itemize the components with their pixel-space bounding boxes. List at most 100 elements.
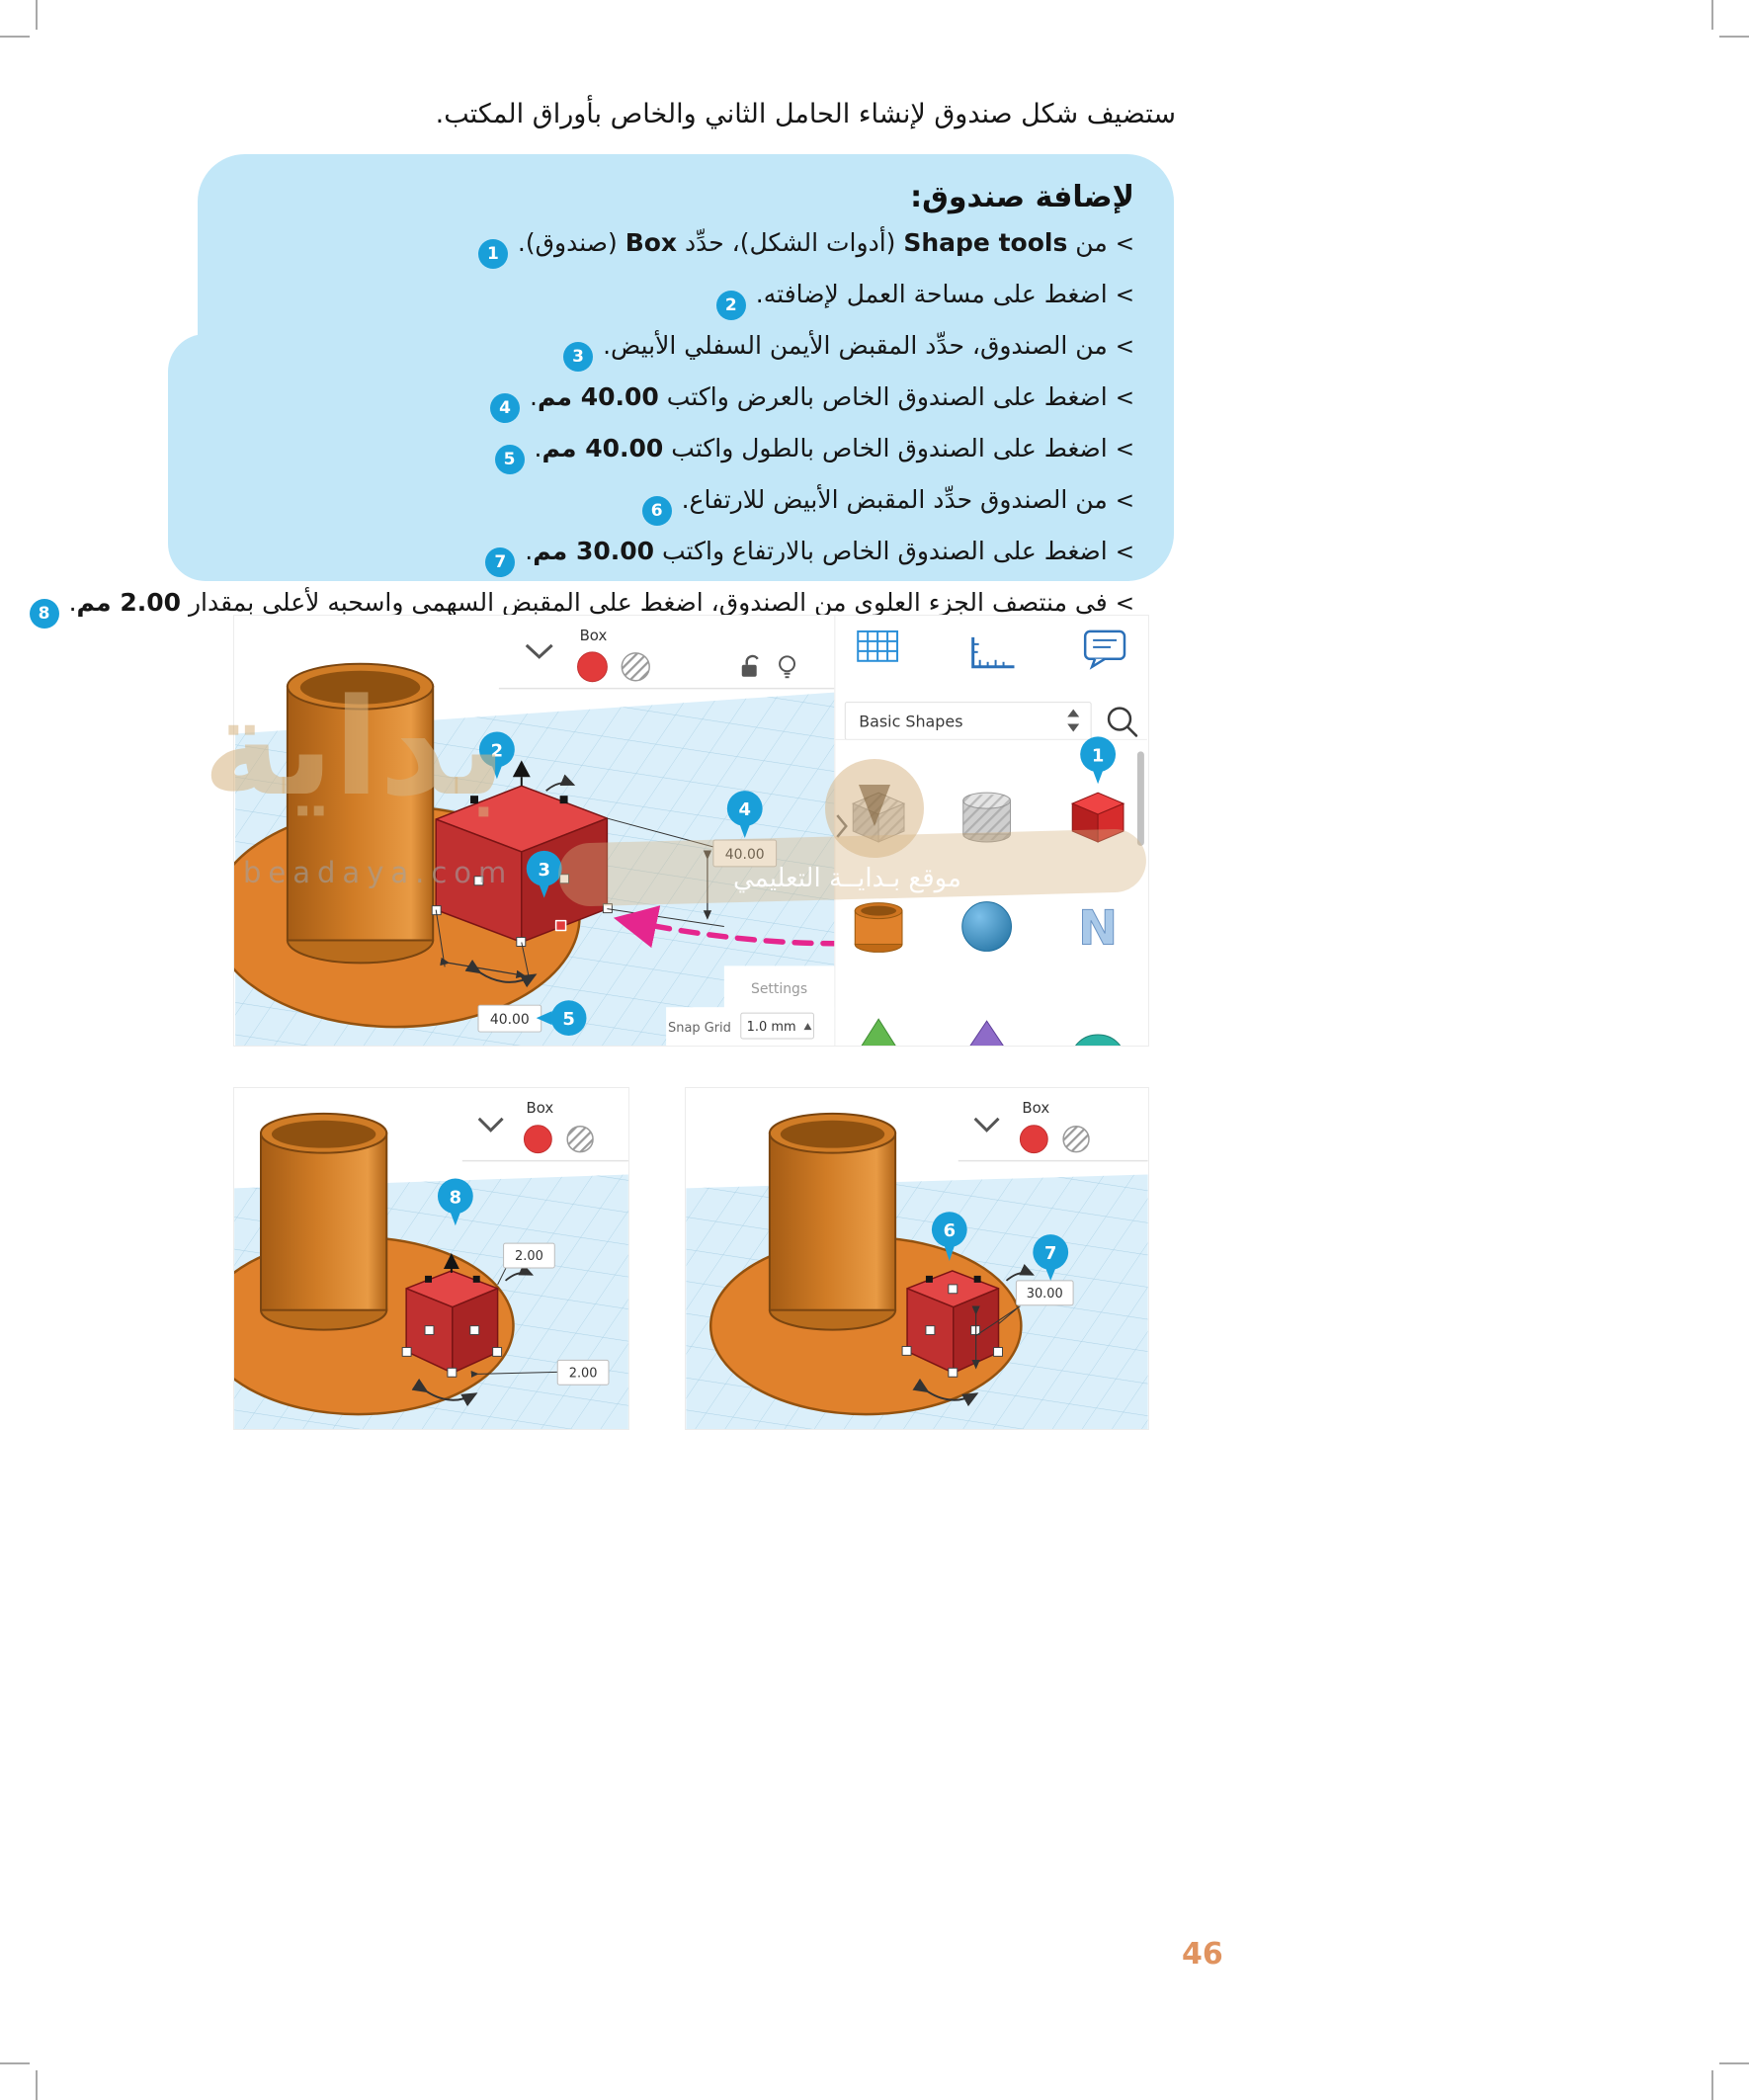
snap-grid-value: 1.0 mm [747, 1020, 796, 1035]
step-badge: 8 [29, 599, 59, 629]
step-badge: 2 [715, 291, 746, 320]
rotate-handle[interactable] [425, 1275, 432, 1283]
shape-category-dropdown[interactable]: Basic Shapes [844, 702, 1092, 740]
shape-tile-box[interactable] [1070, 792, 1125, 843]
cylinder-shape[interactable] [286, 662, 435, 965]
screenshot-step8: 2.00 2.00 Box 8 [233, 1087, 629, 1430]
scale-handle[interactable] [447, 1367, 458, 1378]
dim-raise-value[interactable]: 2.00 [515, 1249, 543, 1264]
cylinder-shape[interactable] [768, 1112, 897, 1331]
instruction-text: اضغط على مساحة العمل لإضافته. [755, 280, 1108, 308]
dim-raise-value-2[interactable]: 2.00 [569, 1366, 598, 1381]
step-badge: 3 [563, 342, 594, 372]
dimension-lines [912, 1263, 1035, 1407]
scale-handle[interactable] [948, 1367, 958, 1378]
instruction-item: <اضغط على الصندوق الخاص بالعرض واكتب 40.… [237, 380, 1134, 423]
rotate-handle[interactable] [559, 796, 568, 804]
scale-handle[interactable] [473, 876, 484, 886]
instruction-item: <اضغط على الصندوق الخاص بالارتفاع واكتب … [237, 535, 1134, 577]
lock-icon[interactable] [741, 654, 759, 677]
scrollbar[interactable] [1136, 751, 1144, 846]
instruction-item: <اضغط على مساحة العمل لإضافته.2 [237, 278, 1134, 320]
rotate-handle[interactable] [470, 796, 478, 804]
shape-name-label: Box [527, 1099, 554, 1117]
red-box[interactable] [401, 1253, 503, 1378]
selected-corner-handle[interactable] [554, 919, 567, 932]
hole-swatch[interactable] [1062, 1126, 1090, 1153]
crop-mark [0, 2062, 30, 2064]
solid-color-swatch[interactable] [577, 651, 608, 683]
raise-arrow-handle[interactable] [443, 1253, 459, 1269]
shape-toolbar: Box [958, 1099, 1148, 1162]
solid-color-swatch[interactable] [523, 1125, 552, 1154]
raise-arrow-handle[interactable] [512, 760, 531, 778]
height-handle[interactable] [948, 1284, 958, 1295]
shape-tile-halfsphere[interactable] [1072, 1034, 1124, 1046]
instruction-text: من Shape tools (أدوات الشكل)، حدِّد Box … [517, 228, 1108, 257]
shape-tile-box-hole[interactable] [851, 792, 906, 843]
shape-name-label: Box [1022, 1099, 1049, 1117]
scale-handle[interactable] [492, 1346, 503, 1357]
chevron-down-icon[interactable] [477, 1117, 504, 1133]
scale-handle[interactable] [901, 1345, 912, 1356]
rotate-handle[interactable] [925, 1275, 933, 1283]
bullet-icon: < [1115, 437, 1134, 462]
scale-handle[interactable] [993, 1346, 1003, 1357]
dim-width-value[interactable]: 40.00 [725, 847, 765, 863]
instruction-text: اضغط على الصندوق الخاص بالطول واكتب 40.0… [534, 434, 1108, 462]
scale-handle[interactable] [559, 874, 570, 884]
instruction-text: من الصندوق حدِّد المقبض الأبيض للارتفاع. [681, 485, 1108, 514]
scale-handle[interactable] [516, 937, 527, 947]
cylinder-shape[interactable] [260, 1112, 388, 1331]
solid-color-swatch[interactable] [1019, 1125, 1048, 1154]
dim-raise-field-2[interactable]: 2.00 [556, 1359, 610, 1386]
chevron-down-icon[interactable] [973, 1117, 1000, 1133]
screenshot-main: 40.00 40.00 Box [233, 615, 1149, 1047]
callout-pin-2: 2 [478, 731, 515, 780]
step-badge: 7 [485, 547, 516, 577]
scale-handle[interactable] [602, 903, 613, 914]
bullet-icon: < [1115, 334, 1134, 360]
shape-tile-sphere[interactable] [961, 901, 1013, 952]
dim-height-field[interactable]: 30.00 [1015, 1280, 1074, 1306]
snap-grid-dropdown[interactable]: 1.0 mm [740, 1012, 814, 1040]
sort-icon [1067, 709, 1080, 732]
shape-tile-scribble[interactable]: N [1078, 901, 1119, 957]
callout-pin-5: 5 [536, 1000, 587, 1037]
svg-text:7: 7 [1044, 1243, 1056, 1264]
shape-toolbar: Box [461, 1099, 628, 1162]
dim-length-field[interactable]: 40.00 [477, 1004, 542, 1033]
instruction-item: <في منتصف الجزء العلوي من الصندوق، اضغط … [29, 586, 1134, 629]
chevron-down-icon[interactable] [525, 643, 553, 659]
red-box[interactable] [431, 760, 613, 947]
dim-length-value[interactable]: 40.00 [490, 1012, 530, 1028]
shape-tile-cylinder-hole[interactable] [962, 792, 1012, 843]
svg-text:2: 2 [491, 740, 503, 761]
dim-width-field[interactable]: 40.00 [712, 839, 778, 868]
dim-height-value[interactable]: 30.00 [1027, 1287, 1063, 1302]
page-number: 46 [1182, 1937, 1223, 1972]
scale-handle[interactable] [925, 1325, 936, 1336]
shape-tile-cylinder[interactable] [854, 902, 903, 953]
instruction-list: < من Shape tools (أدوات الشكل)، حدِّد Box… [29, 226, 1134, 629]
scale-handle[interactable] [401, 1346, 412, 1357]
lightbulb-icon[interactable] [779, 655, 796, 679]
rotate-handle[interactable] [472, 1275, 480, 1283]
red-box[interactable] [901, 1270, 1003, 1378]
scale-handle[interactable] [469, 1325, 480, 1336]
workplane-grid-icon[interactable] [857, 630, 899, 662]
svg-text:6: 6 [944, 1220, 956, 1241]
callout-pin-8: 8 [437, 1178, 473, 1226]
shape-tile-pyramid-purple[interactable] [963, 1020, 1011, 1046]
rotate-handle[interactable] [973, 1275, 981, 1283]
shape-tile-pyramid-green[interactable] [855, 1018, 902, 1046]
scale-handle[interactable] [424, 1325, 435, 1336]
dim-raise-field[interactable]: 2.00 [503, 1242, 555, 1269]
screenshot-step67: 30.00 Box 6 7 [685, 1087, 1149, 1430]
hole-swatch[interactable] [566, 1126, 594, 1153]
search-icon[interactable] [1107, 707, 1138, 737]
notes-icon[interactable] [1083, 630, 1126, 670]
ruler-icon[interactable] [971, 636, 1015, 669]
step-badge: 4 [490, 393, 520, 423]
hole-swatch[interactable] [621, 652, 650, 682]
